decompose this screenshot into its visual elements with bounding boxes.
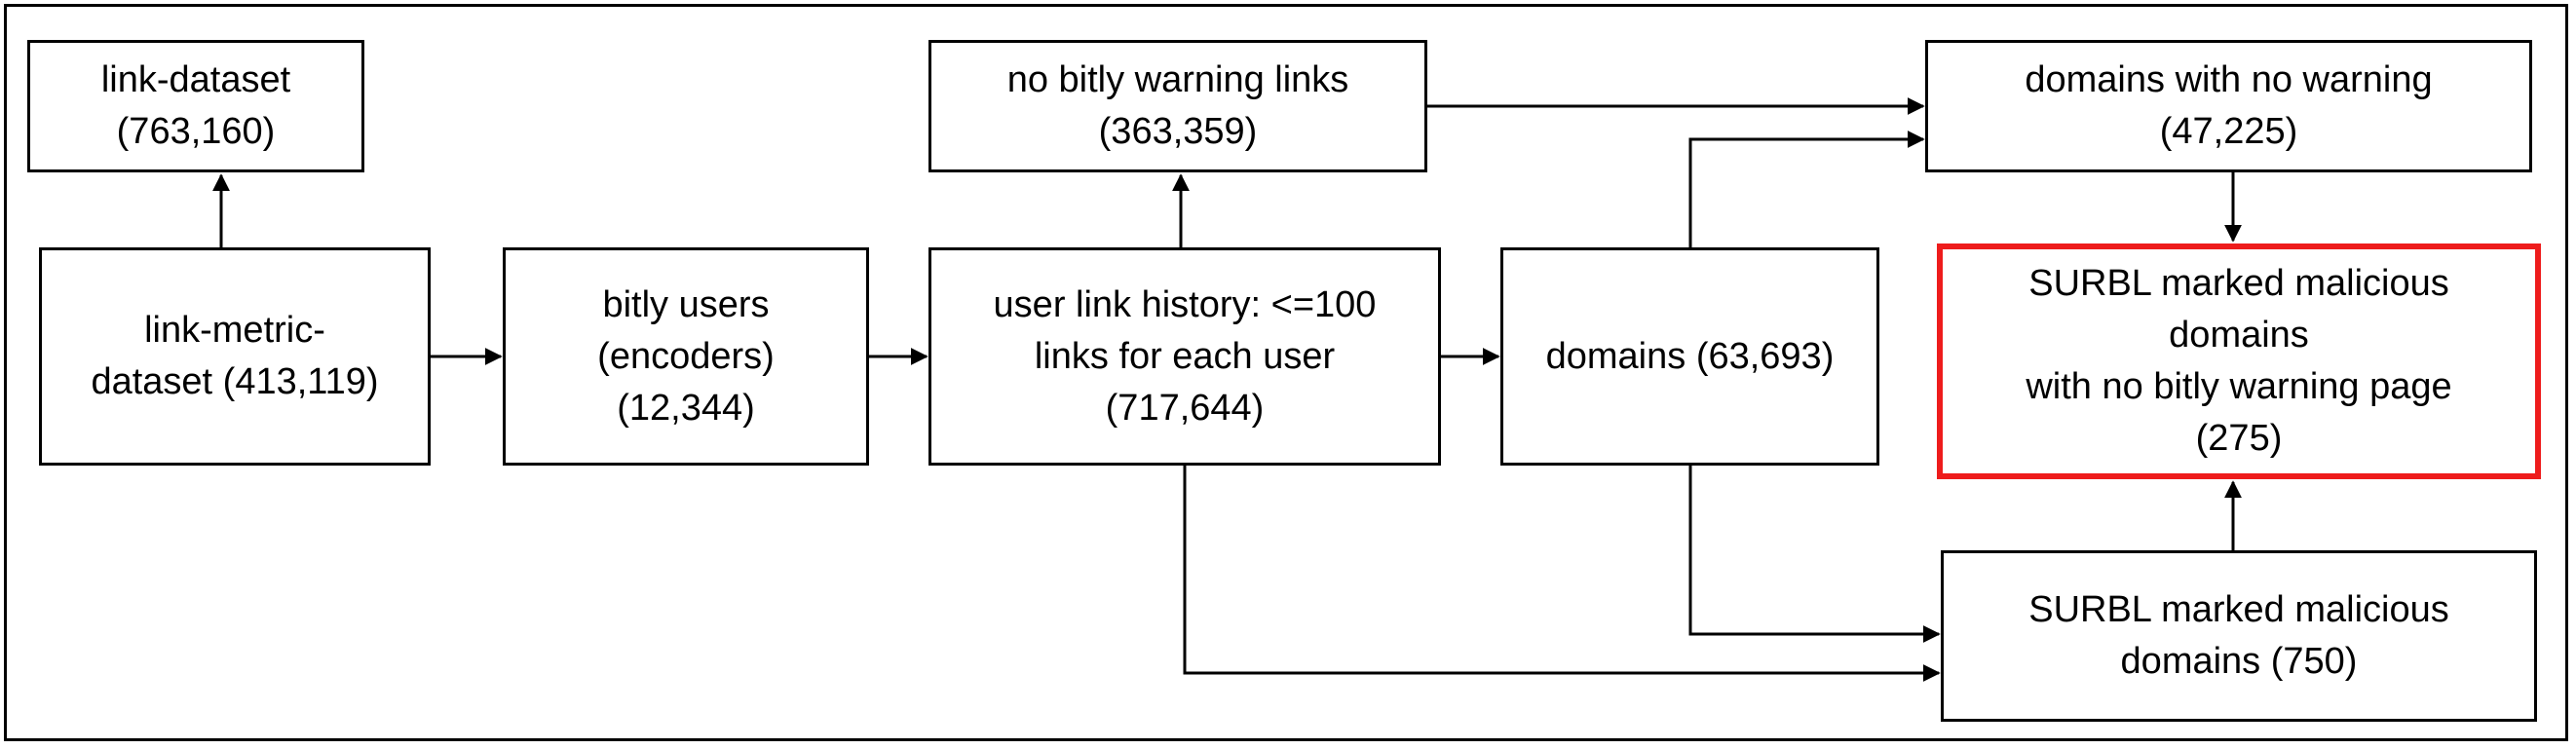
node-text-line: SURBL marked malicious (2028, 263, 2449, 304)
node-text-line: (12,344) (617, 387, 755, 429)
node-text-line: link-dataset (100, 59, 291, 100)
node-text-line: domains (2169, 315, 2309, 356)
node-text-line: domains with no warning (2025, 59, 2433, 100)
edge-user-link-history-to-surbl-malicious (1183, 466, 1941, 682)
node-text-line: (717,644) (1105, 387, 1265, 429)
node-text-line: no bitly warning links (1006, 59, 1349, 100)
node-user-link-history: user link history: <=100 links for each … (928, 247, 1441, 466)
node-surbl-no-warning-page: SURBL marked malicious domains with no b… (1937, 243, 2541, 479)
node-bitly-users: bitly users (encoders) (12,344) (503, 247, 869, 466)
node-domains-with-no-warning: domains with no warning (47,225) (1925, 40, 2532, 172)
node-text-line: links for each user (1034, 335, 1336, 377)
node-text-line: domains (63,693) (1545, 335, 1835, 377)
node-surbl-malicious-domains: SURBL marked malicious domains (750) (1941, 550, 2537, 722)
node-text-line: (763,160) (116, 111, 276, 152)
edge-domains-to-surbl-malicious (1688, 466, 1941, 643)
node-text-line: (47,225) (2159, 111, 2298, 152)
node-text-line: (encoders) (597, 335, 775, 377)
node-text-line: dataset (413,119) (91, 361, 379, 402)
node-text-line: domains (750) (2120, 641, 2358, 682)
diagram-frame (4, 4, 2568, 741)
node-text-line: (275) (2195, 418, 2283, 459)
node-link-dataset: link-dataset (763,160) (27, 40, 364, 172)
node-text-line: bitly users (602, 283, 770, 325)
node-text-line: link-metric- (144, 310, 325, 351)
node-link-metric-dataset: link-metric- dataset (413,119) (39, 247, 431, 466)
node-text-line: SURBL marked malicious (2028, 589, 2449, 630)
node-text-line: user link history: <=100 (993, 283, 1377, 325)
node-text-line: with no bitly warning page (2026, 366, 2452, 407)
node-text-line: (363,359) (1098, 111, 1258, 152)
node-domains: domains (63,693) (1500, 247, 1879, 466)
edge-domains-to-domains-no-warning (1688, 131, 1925, 247)
node-no-bitly-warning-links: no bitly warning links (363,359) (928, 40, 1427, 172)
